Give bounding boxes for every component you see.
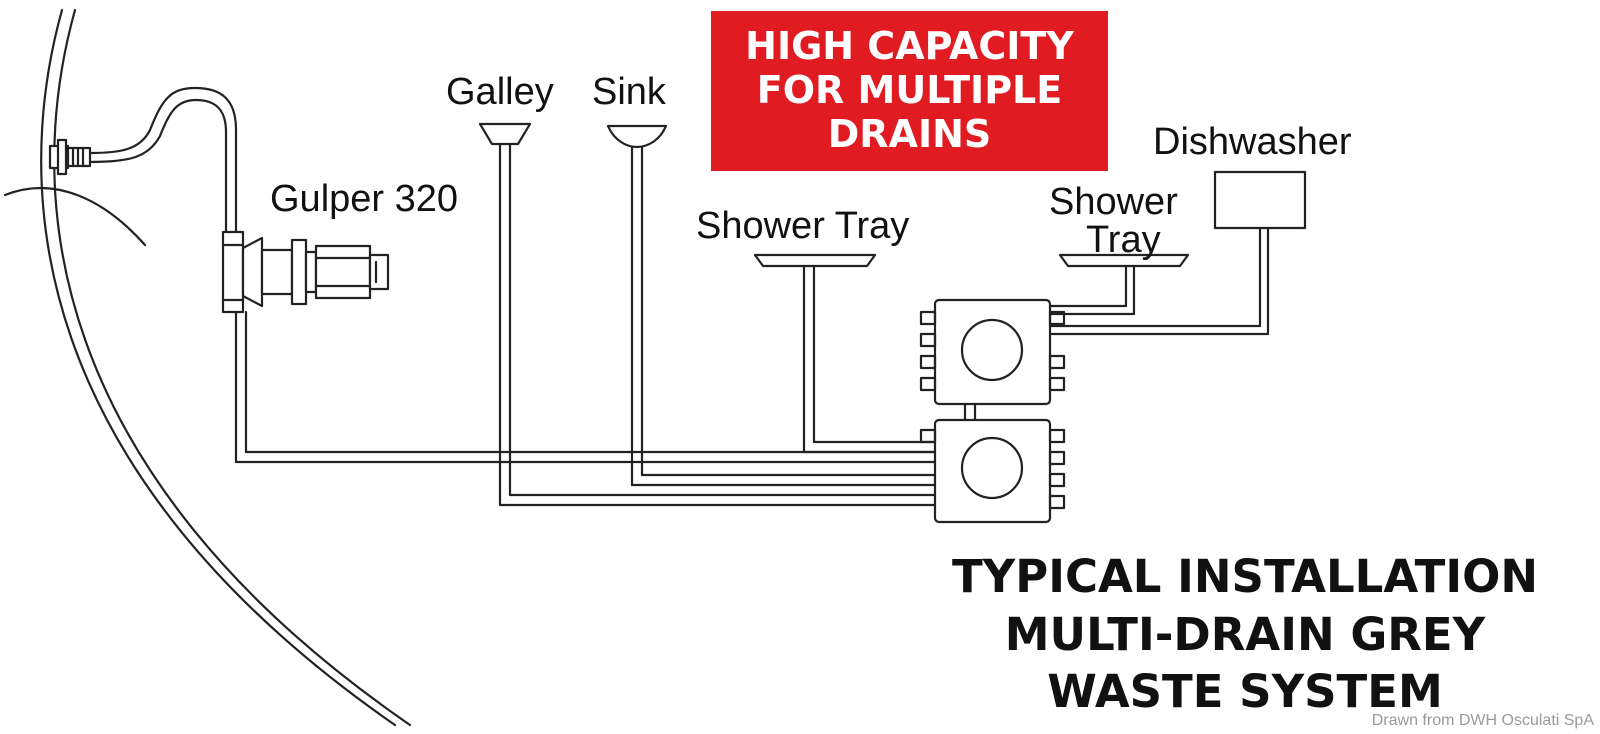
dishwasher-line-inner [1048,226,1270,336]
hull-edge [3,186,147,247]
gulper-pump [221,230,390,314]
title-line-3: WASTE SYSTEM [1047,665,1443,719]
dishwasher-label: Dishwasher [1153,121,1352,163]
galley-drain-bowl [478,122,532,146]
pump-intake-line [234,310,937,464]
manifold-lower [919,418,1066,524]
title-line-2: MULTI-DRAIN GREY [1004,607,1486,661]
pump-label: Gulper 320 [270,178,459,220]
shower-tray-2-label-line-2: Tray [1086,219,1161,261]
credit-text: Drawn from DWH Osculati SpA [1371,712,1594,729]
manifold-upper [919,298,1066,406]
banner-line-3: DRAINS [827,111,992,156]
banner-line-2: FOR MULTIPLE [756,68,1063,113]
shower-tray-1-line [802,264,937,454]
dishwasher-line [1048,226,1262,328]
title-line-1: TYPICAL INSTALLATION [951,550,1539,603]
sink-label: Sink [592,71,666,113]
galley-drain-line [498,142,937,507]
sink-drain-line-inner [640,145,937,477]
diagram-title: TYPICAL INSTALLATION MULTI-DRAIN GREY WA… [900,548,1590,721]
capacity-banner: HIGH CAPACITY FOR MULTIPLE DRAINS [711,11,1108,171]
shower-tray-2 [1058,253,1190,268]
shower-tray-1-line-inner [812,264,937,444]
shower-tray-2-line-inner [1048,264,1136,316]
shower-tray-2-label-line-1: Shower [1049,181,1178,223]
hull-inner-line [40,8,397,727]
sink-drain-bowl [606,124,668,149]
galley-drain-line-inner [508,142,937,497]
pump-intake-line-inner [244,310,937,454]
shower-tray-1-label: Shower Tray [696,205,910,247]
shower-tray-2-line [1048,264,1128,308]
banner-line-1: HIGH CAPACITY [745,24,1074,69]
discharge-hose [88,86,238,234]
galley-label: Galley [446,71,554,113]
discharge-hose-inner [88,98,228,234]
through-hull-fitting [48,138,92,176]
shower-tray-1 [753,253,877,268]
hull-outline [53,8,412,727]
dishwasher-box [1213,170,1307,230]
sink-drain-line [630,145,937,487]
